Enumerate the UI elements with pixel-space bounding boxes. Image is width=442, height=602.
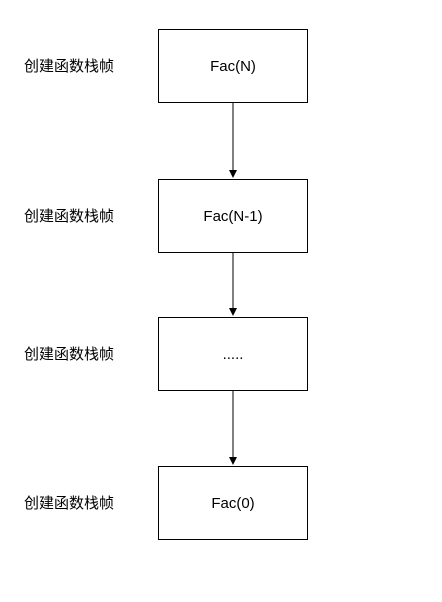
arrow-1 bbox=[229, 103, 237, 178]
row-label-3: 创建函数栈帧 bbox=[24, 345, 115, 363]
row-label-2: 创建函数栈帧 bbox=[24, 207, 115, 225]
node-fac-n: Fac(N) bbox=[158, 29, 308, 103]
node-fac-n-minus-1: Fac(N-1) bbox=[158, 179, 308, 253]
node-ellipsis-text: ..... bbox=[222, 345, 244, 363]
arrow-down-icon bbox=[229, 170, 237, 178]
node-ellipsis: ..... bbox=[158, 317, 308, 391]
node-fac-n-minus-1-text: Fac(N-1) bbox=[203, 207, 263, 225]
arrow-2 bbox=[229, 253, 237, 316]
node-fac-0: Fac(0) bbox=[158, 466, 308, 540]
arrow-3 bbox=[229, 391, 237, 465]
node-fac-0-text: Fac(0) bbox=[211, 494, 255, 512]
arrow-down-icon bbox=[229, 457, 237, 465]
row-label-4: 创建函数栈帧 bbox=[24, 494, 115, 512]
node-fac-n-text: Fac(N) bbox=[210, 57, 256, 75]
row-label-1: 创建函数栈帧 bbox=[24, 57, 115, 75]
arrow-down-icon bbox=[229, 308, 237, 316]
